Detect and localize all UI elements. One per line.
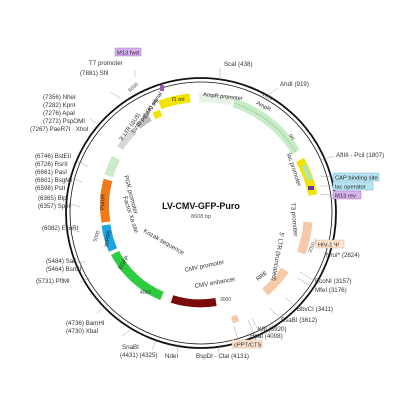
tick-4000: 4000 — [140, 290, 151, 296]
backbone-outer — [65, 77, 337, 349]
site-SnaBI: SnaBI — [122, 344, 139, 351]
site-PaeR7I-XhoI: (7267) PaeR7I · XhoI — [30, 126, 89, 133]
tick-2000: 2000 — [307, 241, 317, 254]
feature-3ltr[interactable] — [117, 128, 137, 150]
feature-sv40-ori[interactable] — [152, 109, 163, 120]
feature-amp-promoter[interactable] — [198, 93, 234, 106]
hiv-psi-label: HIV-1 Ψ — [318, 243, 339, 249]
site-SpeI: (6357) SpeI — [38, 203, 71, 210]
site-HpaI: HpaI (4008) — [250, 333, 283, 340]
feature-cppt[interactable] — [230, 314, 240, 324]
site-BstEII: (6746) BstEII — [35, 153, 71, 160]
m13-fwd-box[interactable] — [114, 47, 142, 57]
feature-lac-promoter[interactable] — [301, 163, 313, 181]
m13-rev-mark — [308, 186, 314, 190]
site-SnaBI-pos: (4431) (4325) — [120, 352, 158, 359]
feature-rre[interactable] — [262, 267, 289, 296]
label-lac-promoter: lac promoter — [285, 152, 302, 187]
site-SalI: (5484) SalI — [46, 258, 77, 265]
tick-1000: 1000 — [261, 92, 274, 103]
label-cmv-promoter: CMV promoter — [184, 259, 225, 274]
plasmid-size: 8608 bp — [191, 214, 211, 220]
feature-5ltr[interactable] — [296, 221, 313, 255]
m13-fwd-mark — [160, 85, 164, 91]
site-PstI: (6598) PstI — [35, 185, 66, 192]
site-NheI: (7356) NheI — [43, 94, 76, 101]
m13-rev-label: M13 rev — [335, 194, 356, 200]
site-AhdI: AhdI (919) — [280, 81, 309, 88]
site-MfeI: MfeI (3176) — [315, 287, 347, 294]
feature-puror[interactable] — [100, 178, 113, 223]
site-BamHI: (4736) BamHI — [66, 320, 105, 327]
site-T7-promoter: T7 promoter — [89, 60, 123, 67]
lac-operator-label: lac operator — [335, 185, 366, 191]
site-BsgMI: (6601) BsgMI — [35, 177, 72, 184]
site-EcoNI: EcoNI (3157) — [315, 278, 351, 285]
label-puror: PuroR — [100, 194, 107, 210]
site-ScaI: ScaI (438) — [224, 61, 253, 68]
site-XbaI: (4730) XbaI — [66, 328, 99, 335]
site-KflI: KflI (3920) — [258, 326, 287, 333]
label-f1-ori: f1 ori — [172, 97, 184, 103]
site-BlpI: (6365) BlpI — [38, 195, 69, 202]
tick-6000: 6000 — [127, 82, 140, 94]
label-kozak: Kozak sequence — [142, 228, 186, 257]
label-ori: ori — [287, 133, 295, 141]
tick-3000: 3000 — [220, 297, 231, 303]
label-t3-promoter: T3 promoter — [289, 203, 299, 237]
label-rre: RRE — [256, 270, 269, 282]
site-leader-lines — [69, 68, 336, 354]
site-BsrGI: (5464) BsrGI — [46, 266, 82, 273]
site-KpnI: (7282) KpnI — [43, 102, 76, 109]
site-NdeI: NdeI — [165, 353, 178, 360]
tick-5000: 5000 — [92, 230, 102, 243]
feature-sv40-polya[interactable] — [135, 114, 152, 129]
plasmid-name: LV-CMV-GFP-Puro — [162, 201, 240, 211]
site-PspOMI: (7272) PspOMI — [43, 118, 85, 125]
site-EcoRI: (6082) EcoRI — [42, 225, 79, 232]
site-SfiI: (7881) SfiI — [80, 70, 109, 77]
site-BsaBI: BsaBI (3612) — [281, 317, 317, 324]
label-wpre: WPRE — [104, 230, 113, 248]
cppt-box[interactable] — [231, 339, 263, 349]
site-NruI: NruI* (2824) — [326, 252, 360, 259]
site-RsrII: (6726) RsrII — [35, 161, 68, 168]
backbone-inner — [69, 81, 333, 345]
feature-ampr-outline — [233, 102, 297, 153]
cap-binding-label: CAP binding site — [335, 176, 378, 182]
label-amp-promoter: AmpR promoter — [203, 92, 243, 102]
feature-pgk-promoter[interactable] — [104, 155, 121, 178]
feature-cmv-enhancer[interactable] — [170, 295, 217, 308]
site-PflMI: (5731) PflMI — [36, 278, 70, 285]
label-cmv-enhancer: CMV enhancer — [194, 276, 236, 290]
feature-arcs — [100, 93, 318, 324]
feature-f1-ori[interactable] — [158, 93, 191, 110]
site-AflIII-PciI: AfIIII - PciI (1807) — [336, 152, 384, 159]
site-BspDI-ClaI: BspDI - ClaI (4131) — [196, 353, 249, 360]
m13-fwd-label: M13 fwd — [117, 51, 139, 57]
cppt-label: cPPT/CTS — [234, 343, 262, 349]
site-ApaI: (7276) ApaI — [43, 110, 75, 117]
site-PasI: (6661) PasI — [35, 169, 67, 176]
feature-egfp[interactable] — [111, 250, 164, 301]
site-BbvCI: BbvCI (3411) — [297, 306, 333, 313]
feature-wpre[interactable] — [101, 224, 118, 252]
